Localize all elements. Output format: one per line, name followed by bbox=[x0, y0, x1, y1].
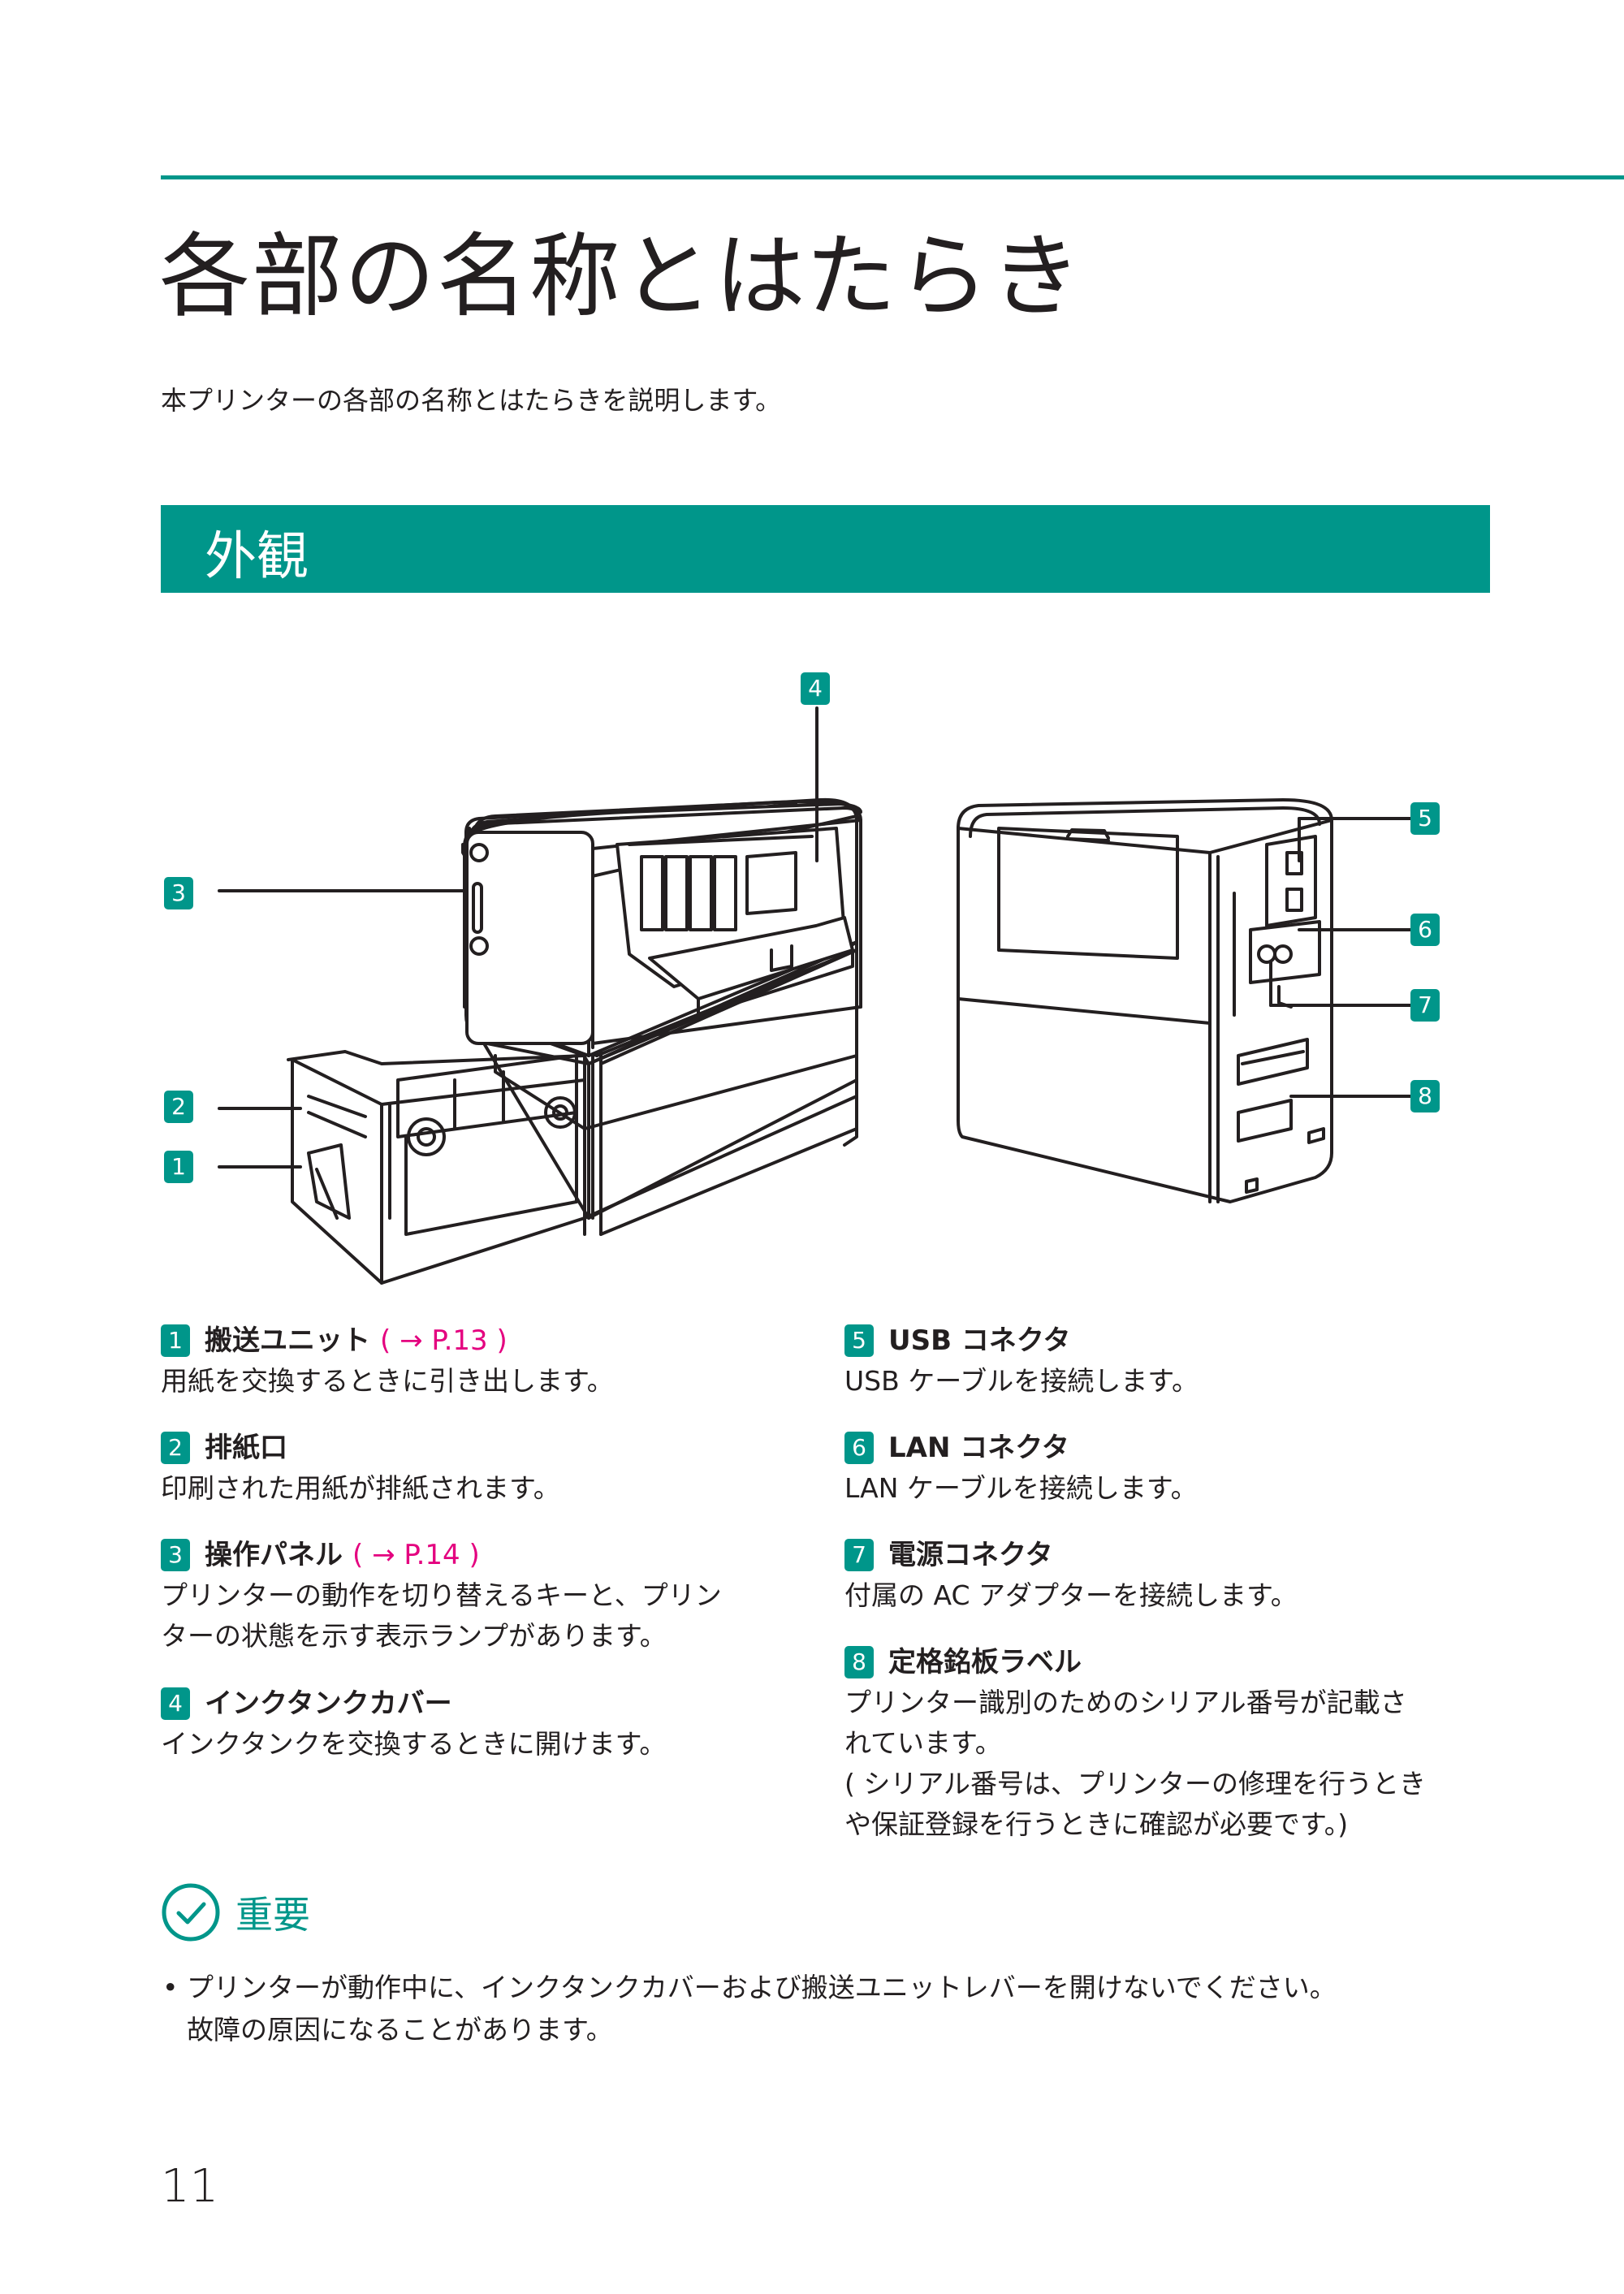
part-2-item: 2 排紙口 印刷された用紙が排紙されます。 bbox=[161, 1429, 794, 1509]
callout-2: 2 bbox=[164, 1091, 193, 1123]
part-7-description: 付属の AC アダプターを接続します。 bbox=[844, 1579, 1298, 1611]
part-2-description: 印刷された用紙が排紙されます。 bbox=[161, 1472, 560, 1504]
printer-illustration bbox=[218, 706, 1412, 1285]
part-5-item: 5 USB コネクタ USB ケーブルを接続します。 bbox=[844, 1322, 1478, 1402]
page-number: 11 bbox=[161, 2160, 219, 2213]
check-circle-icon bbox=[162, 1883, 220, 1942]
part-5-number: 5 bbox=[844, 1324, 874, 1357]
part-4-item: 4 インクタンクカバー インクタンクを交換するときに開けます。 bbox=[161, 1685, 794, 1765]
page-title: 各部の名称とはたらき bbox=[159, 224, 1083, 330]
ink-tank-area bbox=[615, 827, 854, 1017]
section-title: 外観 bbox=[205, 527, 309, 587]
part-6-item: 6 LAN コネクタ LAN ケーブルを接続します。 bbox=[844, 1429, 1478, 1509]
part-2-name: 排紙口 bbox=[205, 1432, 287, 1464]
callout-6: 6 bbox=[1410, 914, 1440, 946]
part-3-item: 3 操作パネル ( → P.14 ) プリンターの動作を切り替えるキーと、プリン… bbox=[161, 1536, 794, 1657]
section-header: 外観 bbox=[161, 505, 1490, 593]
part-1-name: 搬送ユニット bbox=[205, 1324, 370, 1357]
callout-8: 8 bbox=[1410, 1080, 1440, 1112]
important-note: • プリンターが動作中に、インクタンクカバーおよび搬送ユニットレバーを開けないで… bbox=[162, 1967, 1337, 2051]
part-4-description: インクタンクを交換するときに開けます。 bbox=[161, 1728, 667, 1760]
part-2-number: 2 bbox=[161, 1432, 190, 1464]
important-note-text: プリンターが動作中に、インクタンクカバーおよび搬送ユニットレバーを開けないでくだ… bbox=[187, 1972, 1337, 2046]
part-3-page-link[interactable]: ( → P.14 ) bbox=[352, 1539, 480, 1571]
part-5-description: USB ケーブルを接続します。 bbox=[844, 1365, 1199, 1397]
lead-text: 本プリンターの各部の名称とはたらきを説明します。 bbox=[161, 385, 782, 416]
part-7-name: 電源コネクタ bbox=[888, 1539, 1053, 1571]
part-8-number: 8 bbox=[844, 1646, 874, 1678]
part-1-page-link[interactable]: ( → P.13 ) bbox=[380, 1324, 508, 1357]
part-1-item: 1 搬送ユニット ( → P.13 ) 用紙を交換するときに引き出します。 bbox=[161, 1322, 794, 1402]
rear-printer-drawing bbox=[957, 798, 1333, 1203]
part-1-description: 用紙を交換するときに引き出します。 bbox=[161, 1365, 614, 1397]
part-6-name: LAN コネクタ bbox=[888, 1432, 1069, 1464]
part-7-item: 7 電源コネクタ 付属の AC アダプターを接続します。 bbox=[844, 1536, 1478, 1616]
top-rule bbox=[161, 175, 1624, 179]
front-printer-body bbox=[287, 940, 858, 1285]
callout-4: 4 bbox=[801, 672, 830, 705]
part-7-number: 7 bbox=[844, 1539, 874, 1571]
part-4-number: 4 bbox=[161, 1687, 190, 1720]
leader-lines bbox=[218, 706, 1412, 1169]
callout-1: 1 bbox=[164, 1151, 193, 1183]
callout-7: 7 bbox=[1410, 989, 1440, 1022]
part-8-name: 定格銘板ラベル bbox=[888, 1646, 1082, 1678]
part-6-description: LAN ケーブルを接続します。 bbox=[844, 1472, 1198, 1504]
part-1-number: 1 bbox=[161, 1324, 190, 1357]
part-3-description: プリンターの動作を切り替えるキーと、プリン ターの状態を示す表示ランプがあります… bbox=[161, 1579, 722, 1652]
important-header: 重要 bbox=[161, 1882, 310, 1942]
part-8-description: プリンター識別のためのシリアル番号が記載さ れています。 ( シリアル番号は、プ… bbox=[844, 1687, 1427, 1840]
part-3-number: 3 bbox=[161, 1539, 190, 1571]
part-3-name: 操作パネル bbox=[205, 1539, 343, 1571]
callout-3: 3 bbox=[164, 877, 193, 909]
part-8-item: 8 定格銘板ラベル プリンター識別のためのシリアル番号が記載さ れています。 (… bbox=[844, 1644, 1478, 1845]
important-title: 重要 bbox=[235, 1893, 310, 1937]
part-5-name: USB コネクタ bbox=[888, 1324, 1071, 1357]
callout-5: 5 bbox=[1410, 802, 1440, 835]
note-bullet: • bbox=[162, 1972, 179, 2003]
part-4-name: インクタンクカバー bbox=[205, 1687, 452, 1720]
part-6-number: 6 bbox=[844, 1432, 874, 1464]
